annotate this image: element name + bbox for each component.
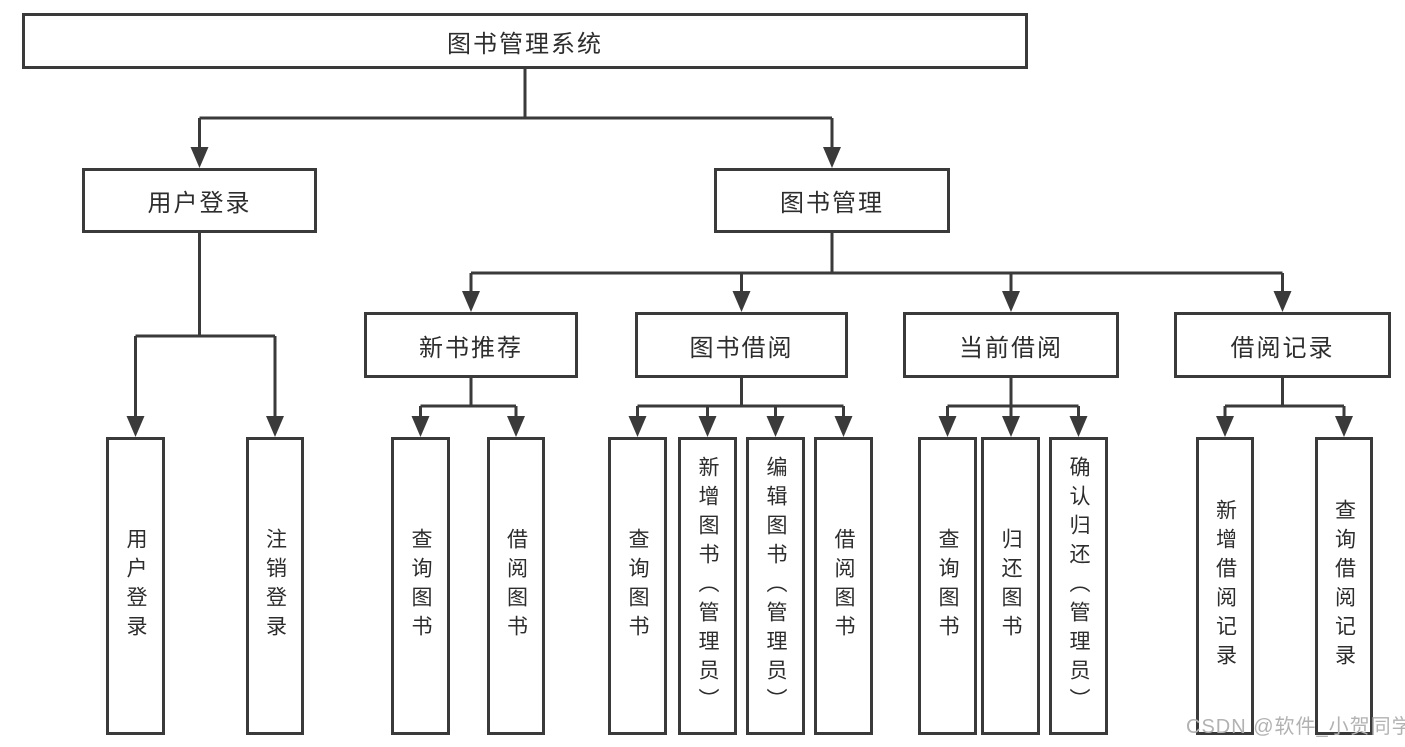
leaf-user-login: 用户登录 [106,437,165,735]
arrowhead-icon [938,416,957,437]
arrowhead-icon [190,147,209,168]
leaf-records-query-record: 查询借阅记录 [1315,437,1373,735]
leaf-borrow-query-books: 查询图书 [608,437,667,735]
leaf-records-add-record: 新增借阅记录 [1196,437,1254,735]
node-root: 图书管理系统 [22,13,1028,69]
leaf-current-confirm-return-admin: 确认归还（管理员） [1049,437,1108,735]
arrowhead-icon [1216,416,1234,437]
connector-root-to-level2 [190,69,841,168]
arrowhead-icon [628,416,647,437]
arrowhead-icon [1002,416,1020,437]
node-current-borrow: 当前借阅 [903,312,1119,378]
node-new-book-recommend: 新书推荐 [364,312,578,378]
connector-book-management-to-level3 [462,233,1292,312]
connector-new-book-recommend-to-leaves [411,378,525,437]
connector-book-borrow-to-leaves [628,378,853,437]
arrowhead-icon [266,416,284,437]
arrowhead-icon [834,416,853,437]
connector-borrow-records-to-leaves [1216,378,1353,437]
arrowhead-icon [126,416,145,437]
leaf-new-book-query-books: 查询图书 [391,437,450,735]
arrowhead-icon [732,291,751,312]
connector-user-login-to-leaves [126,233,284,437]
arrowhead-icon [1273,291,1292,312]
arrowhead-icon [1335,416,1353,437]
arrowhead-icon [1002,291,1020,312]
connector-current-borrow-to-leaves [938,378,1088,437]
csdn-watermark: CSDN @软件_小贺同学 [1186,716,1405,738]
node-book-management: 图书管理 [714,168,950,233]
arrowhead-icon [1069,416,1088,437]
leaf-borrow-add-books-admin: 新增图书（管理员） [678,437,737,735]
node-borrow-records: 借阅记录 [1174,312,1391,378]
arrowhead-icon [766,416,785,437]
node-book-borrow: 图书借阅 [635,312,848,378]
arrowhead-icon [698,416,717,437]
leaf-current-query-books: 查询图书 [918,437,977,735]
leaf-logout: 注销登录 [246,437,304,735]
leaf-borrow-edit-books-admin: 编辑图书（管理员） [746,437,805,735]
leaf-borrow-borrow-books: 借阅图书 [814,437,873,735]
leaf-new-book-borrow-books: 借阅图书 [487,437,545,735]
arrowhead-icon [823,147,841,168]
arrowhead-icon [411,416,430,437]
arrowhead-icon [462,291,480,312]
arrowhead-icon [507,416,525,437]
node-user-login: 用户登录 [82,168,317,233]
leaf-current-return-books: 归还图书 [981,437,1040,735]
